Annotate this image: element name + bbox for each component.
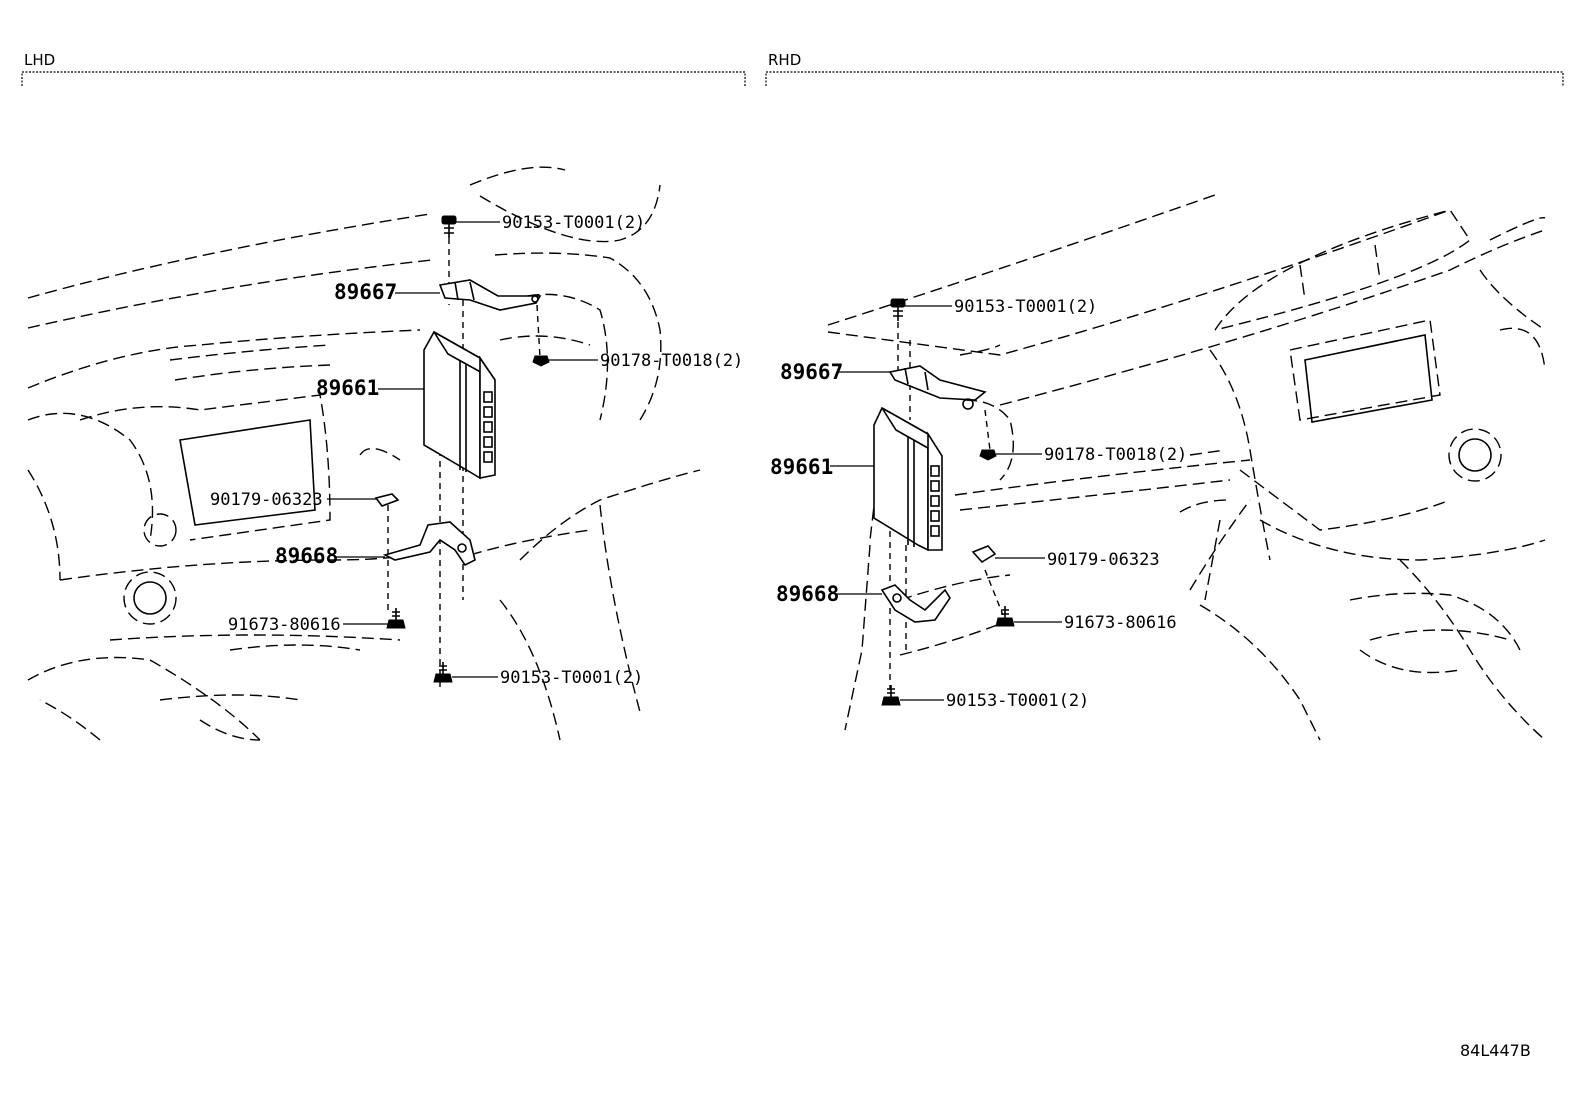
section-title-lhd: LHD (24, 51, 55, 69)
rhd-bolt-bottom-icon (881, 685, 901, 706)
lhd-bolt-bottom-icon (433, 662, 453, 683)
lhd-callout-ecu: 89661 (316, 376, 379, 400)
rhd-upper-bracket-icon (888, 365, 987, 410)
rhd-bolt-side-icon (995, 606, 1015, 627)
figure-code: 84L447B (1460, 1041, 1531, 1060)
lhd-callout-clip: 90179-06323 (210, 490, 323, 510)
lhd-ecu-module-icon (423, 330, 496, 480)
lhd-parts (327, 215, 598, 690)
lhd-illustration (27, 166, 701, 741)
section-title-rhd: RHD (768, 51, 801, 69)
lhd-upper-bracket-icon (438, 279, 542, 311)
lhd-callout-bolt-bottom: 90153-T0001(2) (500, 668, 643, 688)
lhd-callout-bracket-lower: 89668 (275, 544, 338, 568)
rhd-callout-nut: 90178-T0018(2) (1044, 445, 1187, 465)
lhd-nut-icon (532, 355, 550, 367)
rhd-lower-bracket-icon (880, 584, 951, 623)
rhd-callout-clip: 90179-06323 (1047, 550, 1160, 570)
lhd-lower-bracket-icon (382, 521, 476, 567)
lhd-callout-nut: 90178-T0018(2) (600, 351, 743, 371)
rhd-callout-bracket-lower: 89668 (776, 582, 839, 606)
rhd-bolt-top-icon (890, 298, 906, 321)
rhd-callout-bolt-top: 90153-T0001(2) (954, 297, 1097, 317)
section-bracket-rhd (765, 71, 1564, 86)
rhd-ecu-module-icon (873, 406, 943, 552)
rhd-callout-bracket-upper: 89667 (780, 360, 843, 384)
lhd-bolt-side-icon (386, 608, 406, 629)
rhd-illustration (827, 194, 1546, 741)
rhd-callout-ecu: 89661 (770, 455, 833, 479)
rhd-callout-bolt-side: 91673-80616 (1064, 613, 1177, 633)
rhd-clip-icon (971, 545, 997, 564)
lhd-callout-bracket-upper: 89667 (334, 280, 397, 304)
lhd-callout-bolt-side: 91673-80616 (228, 615, 341, 635)
rhd-callout-bolt-bottom: 90153-T0001(2) (946, 691, 1089, 711)
lhd-clip-icon (374, 493, 400, 507)
section-bracket-lhd (21, 71, 746, 86)
lhd-callout-bolt-top: 90153-T0001(2) (502, 213, 645, 233)
lhd-bolt-top-icon (441, 215, 457, 238)
rhd-parts (830, 298, 1062, 706)
rhd-nut-icon (979, 449, 997, 461)
